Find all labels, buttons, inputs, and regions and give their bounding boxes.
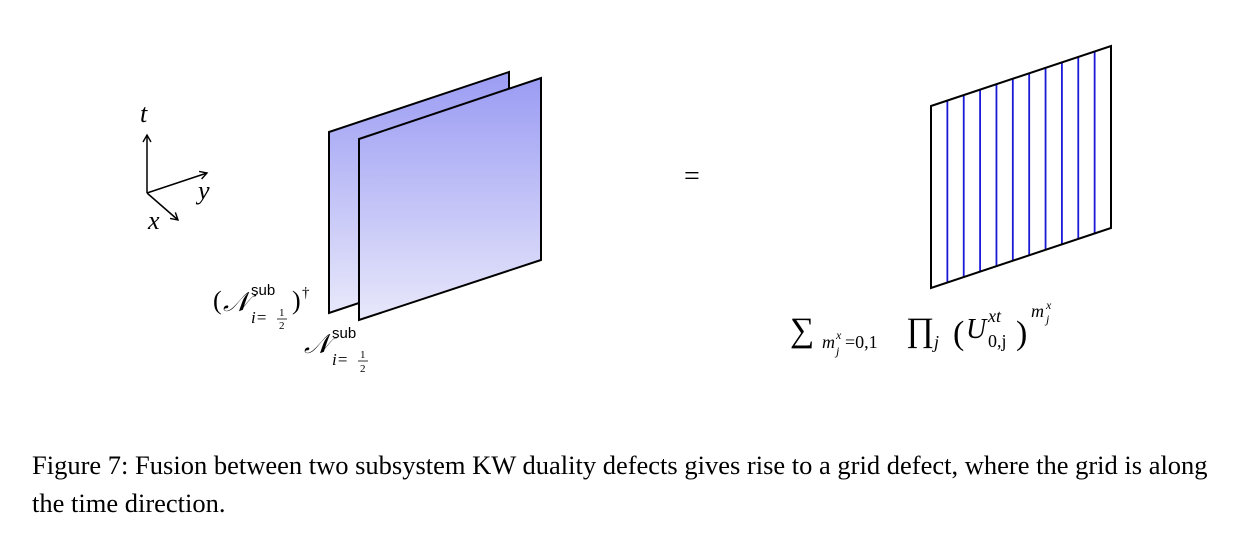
formula-sum: ∑ bbox=[790, 312, 814, 349]
grid-defect-formula: ∑ m x j =0,1 ∏ j ( U xt 0,j ) m x j bbox=[790, 298, 1052, 358]
formula-close-paren: ) bbox=[1016, 315, 1027, 352]
back-label-close-paren: ) bbox=[292, 286, 301, 315]
x-axis-label: x bbox=[147, 206, 160, 235]
x-axis-arrow bbox=[146, 192, 180, 221]
back-label-frac-den: 2 bbox=[279, 320, 285, 332]
front-plane-label: 𝒩 sub i= 1 2 bbox=[304, 325, 368, 375]
formula-sum-sub-sup: x bbox=[835, 328, 842, 342]
kw-defects-pair bbox=[328, 70, 542, 322]
grid-defect-outline bbox=[930, 44, 1112, 290]
grid-lines bbox=[946, 51, 1096, 283]
formula-exp-sub: j bbox=[1044, 312, 1050, 326]
formula-U-sup: xt bbox=[987, 306, 1002, 326]
formula-prod-sub: j bbox=[932, 332, 939, 352]
formula-sum-sub-tail: =0,1 bbox=[845, 332, 878, 352]
y-axis-label: y bbox=[195, 176, 210, 205]
front-label-subscript: i= bbox=[332, 350, 348, 369]
y-axis-arrow bbox=[146, 170, 209, 194]
back-label-dagger: † bbox=[302, 285, 310, 301]
formula-open-paren: ( bbox=[953, 315, 964, 352]
front-label-frac-den: 2 bbox=[360, 363, 366, 375]
formula-exp-sup: x bbox=[1045, 298, 1052, 312]
back-label-subscript: i= bbox=[251, 308, 267, 327]
fusion-diagram: t y x ( 𝒩 sub i= 1 2 ) † 𝒩 sub i= 1 2 = … bbox=[140, 44, 1112, 375]
front-defect-plane bbox=[358, 76, 542, 322]
grid-defect bbox=[930, 44, 1112, 290]
formula-sum-sub-m: m bbox=[822, 332, 835, 352]
formula-exp-m: m bbox=[1031, 301, 1044, 321]
back-label-superscript: sub bbox=[251, 282, 275, 299]
t-axis-label: t bbox=[140, 99, 148, 128]
formula-sum-sub-sub: j bbox=[834, 344, 840, 358]
back-label-open-paren: ( bbox=[213, 286, 222, 315]
back-label-frac-num: 1 bbox=[279, 307, 285, 319]
coordinate-axes: t y x bbox=[140, 99, 210, 235]
front-label-frac-num: 1 bbox=[360, 349, 366, 361]
back-plane-label: ( 𝒩 sub i= 1 2 ) † bbox=[213, 282, 310, 332]
front-label-superscript: sub bbox=[332, 325, 356, 342]
figure-caption: Figure 7: Fusion between two subsystem K… bbox=[32, 450, 1208, 518]
formula-prod: ∏ bbox=[906, 312, 934, 349]
formula-U-sub: 0,j bbox=[988, 331, 1007, 351]
equals-sign: = bbox=[684, 161, 700, 192]
formula-U: U bbox=[966, 314, 988, 345]
